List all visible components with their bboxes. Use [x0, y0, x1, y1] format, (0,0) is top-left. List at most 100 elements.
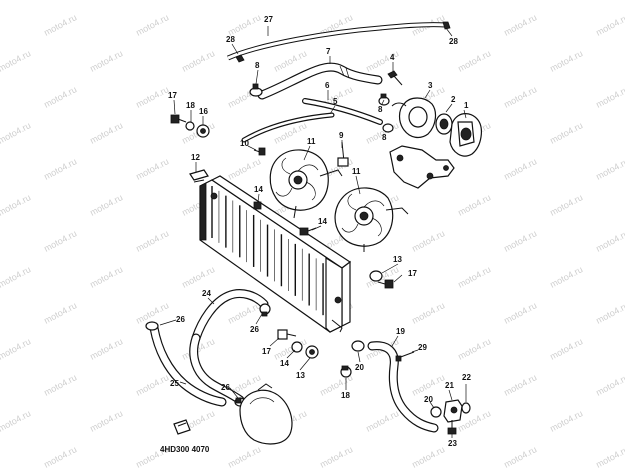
- watermark-text: moto4.ru: [0, 48, 32, 74]
- watermark-text: moto4.ru: [410, 372, 446, 398]
- callout-20-right: 20: [424, 395, 433, 404]
- watermark-text: moto4.ru: [502, 84, 538, 110]
- bolt-14-upper: [253, 201, 262, 210]
- hose-clip-28-left: [235, 54, 245, 63]
- callout-20-lower: 20: [355, 363, 364, 372]
- fitting-21: [443, 399, 463, 423]
- hose-clamp-8-middle: [378, 93, 390, 106]
- watermark-text: moto4.ru: [0, 120, 32, 146]
- watermark-text: moto4.ru: [272, 336, 308, 362]
- watermark-text: moto4.ru: [42, 372, 78, 398]
- callout-14-upper: 14: [254, 185, 263, 194]
- screw-9: [337, 141, 349, 167]
- watermark-text: moto4.ru: [594, 372, 625, 398]
- watermark-text: moto4.ru: [180, 0, 216, 2]
- callout-3: 3: [428, 81, 433, 90]
- watermark-text: moto4.ru: [548, 120, 584, 146]
- cooling-fan-11-left: [269, 149, 343, 219]
- callout-17-top: 17: [168, 91, 177, 100]
- watermark-text: moto4.ru: [0, 0, 32, 2]
- callout-8-top: 8: [255, 61, 260, 70]
- callout-14-lower: 14: [280, 359, 289, 368]
- callout-11-right: 11: [352, 167, 361, 176]
- callout-11-left: 11: [307, 137, 316, 146]
- callout-26-left: 26: [176, 315, 185, 324]
- bolt-10: [253, 147, 266, 156]
- watermark-text: moto4.ru: [88, 120, 124, 146]
- watermark-text: moto4.ru: [456, 336, 492, 362]
- callout-22: 22: [462, 373, 471, 382]
- watermark-text: moto4.ru: [134, 12, 170, 38]
- watermark-text: moto4.ru: [410, 300, 446, 326]
- callout-4: 4: [390, 53, 395, 62]
- watermark-text: moto4.ru: [42, 228, 78, 254]
- water-hose-25: [149, 323, 227, 407]
- grommet-13-lower: [305, 345, 319, 359]
- callout-2: 2: [451, 95, 456, 104]
- hose-clip-28-right: [442, 21, 451, 30]
- bracket-12: [189, 169, 209, 183]
- callout-29: 29: [418, 343, 427, 352]
- watermark-text: moto4.ru: [594, 300, 625, 326]
- collar-18-top: [185, 121, 195, 131]
- watermark-text: moto4.ru: [134, 156, 170, 182]
- cooling-fan-11-right: [334, 187, 409, 252]
- radiator-core: [199, 175, 352, 333]
- watermark-text: moto4.ru: [42, 84, 78, 110]
- watermark-text: moto4.ru: [42, 300, 78, 326]
- watermark-text: moto4.ru: [548, 192, 584, 218]
- grommet-13-right: [369, 270, 383, 282]
- callout-16: 16: [199, 107, 208, 116]
- watermark-text: moto4.ru: [180, 264, 216, 290]
- bolt-17-top: [170, 114, 187, 124]
- water-pump-cover: [239, 383, 293, 445]
- watermark-text: moto4.ru: [226, 156, 262, 182]
- watermark-text: moto4.ru: [548, 0, 584, 2]
- callout-6: 6: [325, 81, 330, 90]
- callout-26-lower: 26: [221, 383, 230, 392]
- watermark-text: moto4.ru: [0, 264, 32, 290]
- watermark-text: moto4.ru: [456, 0, 492, 2]
- callout-23: 23: [448, 439, 457, 448]
- watermark-text: moto4.ru: [88, 336, 124, 362]
- callout-28-right: 28: [449, 37, 458, 46]
- callout-8-middle: 8: [378, 105, 383, 114]
- callout-14-middle: 14: [318, 217, 327, 226]
- callout-1: 1: [464, 101, 469, 110]
- watermark-text: moto4.ru: [180, 48, 216, 74]
- watermark-text: moto4.ru: [318, 444, 354, 468]
- watermark-text: moto4.ru: [134, 84, 170, 110]
- watermark-text: moto4.ru: [88, 192, 124, 218]
- watermark-text: moto4.ru: [134, 228, 170, 254]
- hose-clamp-26-middle: [259, 303, 271, 317]
- screw-29: [395, 351, 415, 362]
- watermark-text: moto4.ru: [594, 228, 625, 254]
- clip-bottom-left: [173, 419, 191, 435]
- thermostat-2: [435, 113, 453, 135]
- watermark-text: moto4.ru: [456, 192, 492, 218]
- callout-labels: 27 28 28 7 4 8 8 8 3 2 1 6 5 17 18 16 11…: [168, 15, 471, 448]
- hose-clamp-20: [351, 340, 365, 352]
- watermark-text: moto4.ru: [364, 408, 400, 434]
- figure-code: 4HD300 4070: [160, 445, 210, 454]
- grommet-16: [196, 124, 210, 138]
- callout-17-lower: 17: [262, 347, 271, 356]
- hose-clamp-26-left: [145, 321, 159, 331]
- watermark-text: moto4.ru: [594, 84, 625, 110]
- radiator-hose-19: [367, 341, 439, 433]
- watermark-text: moto4.ru: [594, 12, 625, 38]
- o-ring-22: [461, 402, 471, 414]
- watermark-text: moto4.ru: [134, 372, 170, 398]
- watermark-text: moto4.ru: [410, 444, 446, 468]
- callout-8-right: 8: [382, 133, 387, 142]
- callout-10: 10: [240, 139, 249, 148]
- callout-19: 19: [396, 327, 405, 336]
- callout-13-right: 13: [393, 255, 402, 264]
- watermark-text: moto4.ru: [410, 228, 446, 254]
- callout-24: 24: [202, 289, 211, 298]
- callout-21: 21: [445, 381, 454, 390]
- upper-radiator-hose-7: [257, 62, 383, 100]
- bolt-4: [387, 70, 403, 86]
- collar-14-lower: [291, 341, 303, 353]
